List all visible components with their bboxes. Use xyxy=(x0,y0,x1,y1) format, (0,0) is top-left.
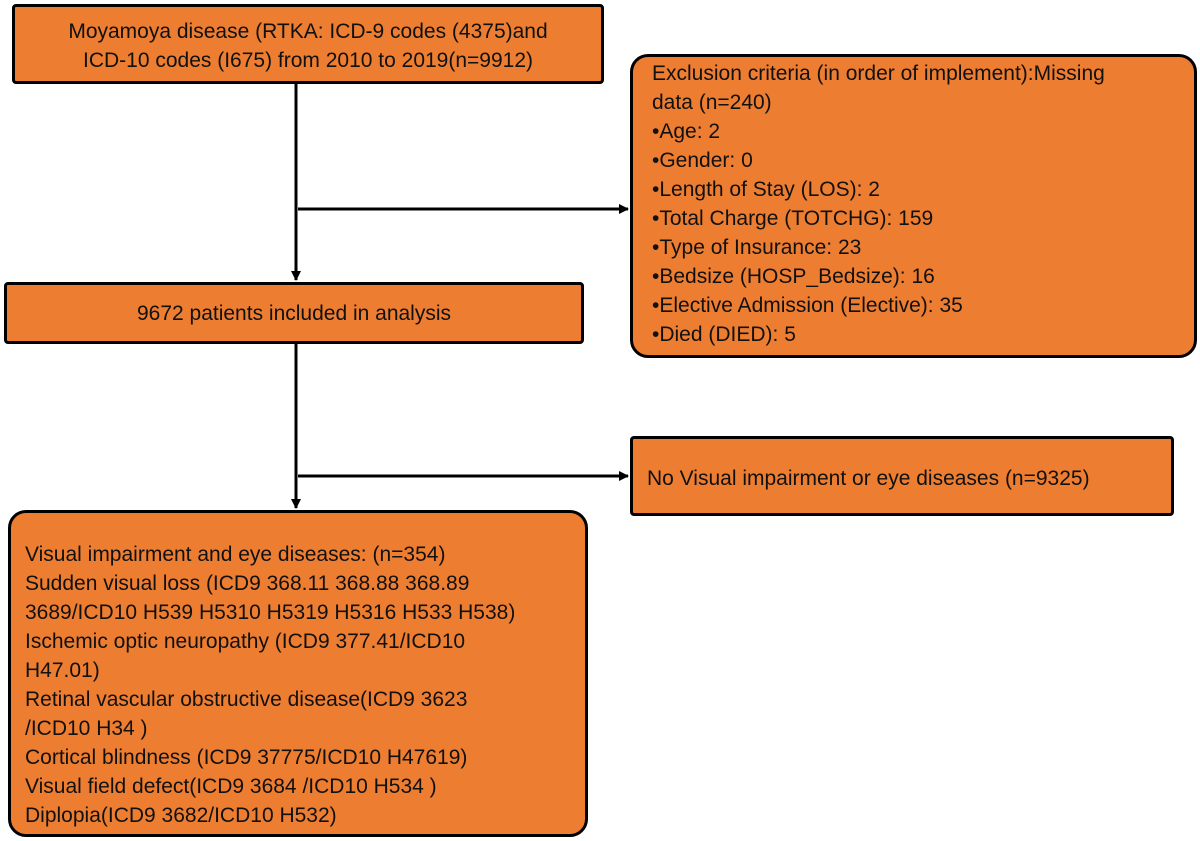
impairment-line: Retinal vascular obstructive disease(ICD… xyxy=(25,688,468,711)
source-line: ICD-10 codes (I675) from 2010 to 2019(n=… xyxy=(82,49,533,72)
source-population-box: Moyamoya disease (RTKA: ICD-9 codes (437… xyxy=(12,4,604,84)
exclusion-item-age: •Age: 2 xyxy=(652,120,721,143)
impairment-line: Diplopia(ICD9 3682/ICD10 H532) xyxy=(25,804,337,827)
impairment-line: 3689/ICD10 H539 H5310 H5319 H5316 H533 H… xyxy=(25,601,516,624)
impairment-line: /ICD10 H34 ) xyxy=(25,717,148,740)
exclusion-line: data (n=240) xyxy=(652,91,772,114)
impairment-line: Sudden visual loss (ICD9 368.11 368.88 3… xyxy=(25,572,470,595)
impairment-line: Visual field defect(ICD9 3684 /ICD10 H53… xyxy=(25,775,437,798)
impairment-line: Cortical blindness (ICD9 37775/ICD10 H47… xyxy=(25,746,468,769)
impairment-line: Ischemic optic neuropathy (ICD9 377.41/I… xyxy=(25,630,466,653)
impairment-line: H47.01) xyxy=(25,659,100,682)
exclusion-criteria-box: Exclusion criteria (in order of implemen… xyxy=(630,54,1197,358)
no-impairment-text: No Visual impairment or eye diseases (n=… xyxy=(647,467,1090,490)
exclusion-item-elective: •Elective Admission (Elective): 35 xyxy=(652,294,963,317)
exclusion-line: Exclusion criteria (in order of implemen… xyxy=(652,62,1105,85)
exclusion-item-bedsize: •Bedsize (HOSP_Bedsize): 16 xyxy=(652,265,935,288)
included-patients-box: 9672 patients included in analysis xyxy=(4,282,584,344)
visual-impairment-box: Visual impairment and eye diseases: (n=3… xyxy=(8,510,588,837)
exclusion-item-gender: •Gender: 0 xyxy=(652,149,753,172)
source-line: Moyamoya disease (RTKA: ICD-9 codes (437… xyxy=(68,20,548,43)
included-text: 9672 patients included in analysis xyxy=(136,302,452,325)
exclusion-item-totchg: •Total Charge (TOTCHG): 159 xyxy=(652,207,934,230)
exclusion-item-los: •Length of Stay (LOS): 2 xyxy=(652,178,880,201)
no-impairment-box: No Visual impairment or eye diseases (n=… xyxy=(630,436,1174,516)
impairment-line: Visual impairment and eye diseases: (n=3… xyxy=(25,543,446,566)
exclusion-item-died: •Died (DIED): 5 xyxy=(652,323,796,346)
exclusion-item-insurance: •Type of Insurance: 23 xyxy=(652,236,862,259)
